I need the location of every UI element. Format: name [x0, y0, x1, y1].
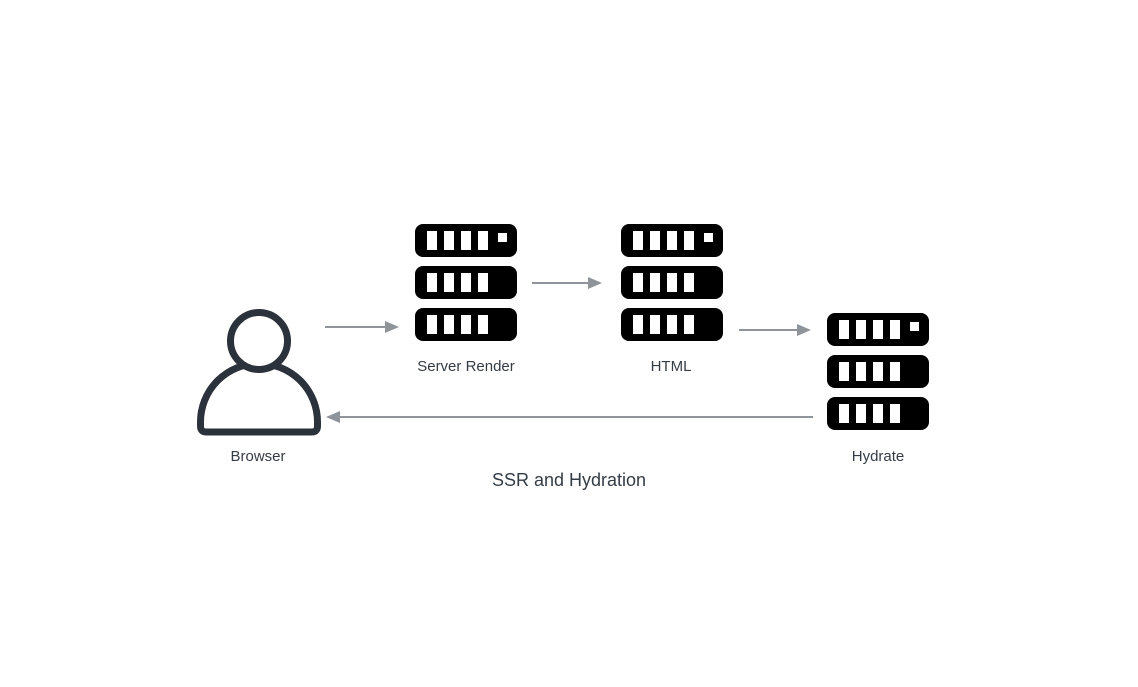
person-icon	[193, 306, 325, 438]
node-label-server-render: Server Render	[417, 358, 515, 375]
arrow-html-to-hydrate	[739, 324, 811, 336]
arrowhead-right-icon	[588, 277, 602, 289]
arrow-hydrate-to-browser	[326, 411, 813, 423]
diagram-title: SSR and Hydration	[491, 470, 647, 490]
node-label-html: HTML	[650, 358, 692, 375]
arrow-shaft	[532, 282, 590, 284]
server-stack-icon	[621, 224, 723, 341]
node-label-hydrate: Hydrate	[851, 448, 905, 465]
arrowhead-right-icon	[385, 321, 399, 333]
arrow-browser-to-server-render	[325, 321, 399, 333]
node-label-browser: Browser	[230, 448, 286, 465]
arrow-shaft	[739, 329, 799, 331]
server-stack-icon	[827, 313, 929, 430]
arrow-shaft	[325, 326, 387, 328]
arrowhead-left-icon	[326, 411, 340, 423]
server-stack-icon	[415, 224, 517, 341]
arrow-server-render-to-html	[532, 277, 602, 289]
arrowhead-right-icon	[797, 324, 811, 336]
arrow-shaft	[339, 416, 813, 418]
